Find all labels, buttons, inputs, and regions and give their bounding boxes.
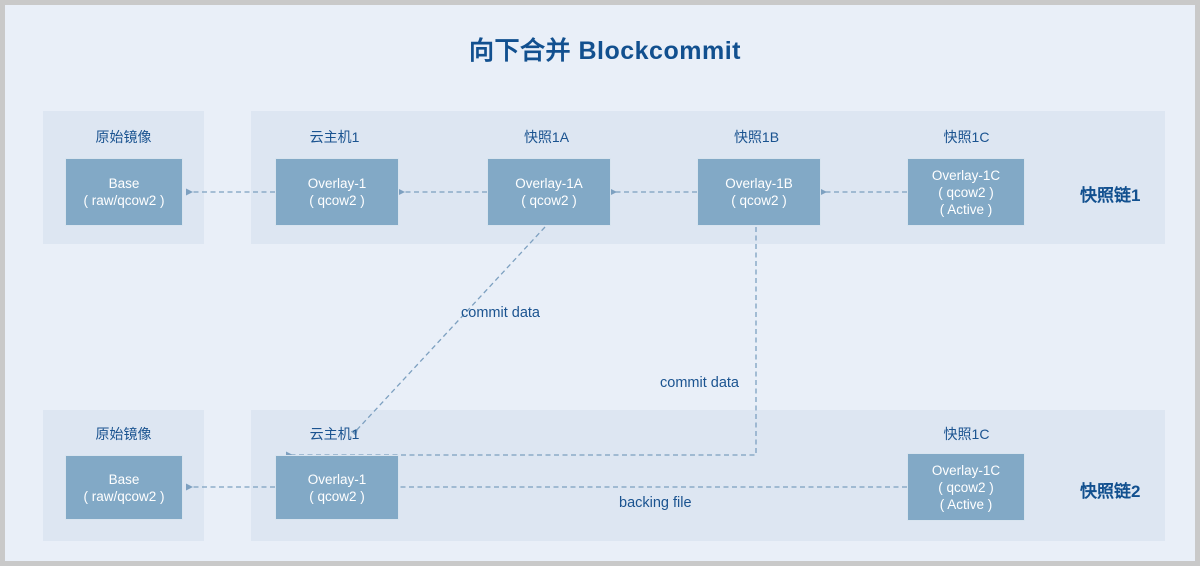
box-overlay-1-bottom-line1: Overlay-1 bbox=[307, 471, 367, 487]
edge-label-commit-data-2: commit data bbox=[660, 375, 739, 391]
edge-label-backing-file: backing file bbox=[619, 495, 692, 511]
box-overlay-1c-bottom-line3: ( Active ) bbox=[939, 496, 993, 512]
chain-label-1: 快照链1 bbox=[1080, 186, 1141, 205]
box-overlay-1b[interactable]: Overlay-1B ( qcow2 ) bbox=[697, 158, 821, 226]
box-overlay-1c-top-line3: ( Active ) bbox=[939, 201, 993, 217]
edge-label-commit-data-1: commit data bbox=[461, 305, 540, 321]
box-base-bottom[interactable]: Base ( raw/qcow2 ) bbox=[65, 455, 183, 520]
caption-snapshot-1c: 快照1C bbox=[943, 129, 990, 145]
box-overlay-1-top-line2: ( qcow2 ) bbox=[309, 193, 365, 208]
box-base-top[interactable]: Base ( raw/qcow2 ) bbox=[65, 158, 183, 226]
caption-snapshot-1c-bottom: 快照1C bbox=[943, 426, 990, 442]
box-base-top-line2: ( raw/qcow2 ) bbox=[83, 193, 165, 208]
caption-cloud-host-bottom: 云主机1 bbox=[309, 426, 360, 442]
box-base-top-line1: Base bbox=[108, 176, 140, 191]
caption-cloud-host-top: 云主机1 bbox=[309, 129, 360, 145]
box-overlay-1c-bottom-line2: ( qcow2 ) bbox=[938, 479, 994, 495]
box-overlay-1-bottom[interactable]: Overlay-1 ( qcow2 ) bbox=[275, 455, 399, 520]
box-base-bottom-line2: ( raw/qcow2 ) bbox=[83, 488, 165, 504]
chain-label-2: 快照链2 bbox=[1080, 482, 1141, 501]
box-overlay-1-top-line1: Overlay-1 bbox=[307, 176, 367, 191]
box-overlay-1b-line1: Overlay-1B bbox=[725, 176, 793, 191]
box-overlay-1a-line1: Overlay-1A bbox=[515, 176, 583, 191]
wire-commit-data-1 bbox=[350, 226, 546, 437]
box-overlay-1a-line2: ( qcow2 ) bbox=[521, 193, 577, 208]
box-overlay-1-top[interactable]: Overlay-1 ( qcow2 ) bbox=[275, 158, 399, 226]
box-overlay-1b-line2: ( qcow2 ) bbox=[731, 193, 787, 208]
box-overlay-1c-bottom[interactable]: Overlay-1C ( qcow2 ) ( Active ) bbox=[907, 453, 1025, 521]
caption-snapshot-1a: 快照1A bbox=[523, 129, 570, 145]
box-overlay-1c-bottom-line1: Overlay-1C bbox=[931, 462, 1001, 478]
page-title: 向下合并 Blockcommit bbox=[469, 37, 741, 65]
box-overlay-1a[interactable]: Overlay-1A ( qcow2 ) bbox=[487, 158, 611, 226]
box-overlay-1c-top[interactable]: Overlay-1C ( qcow2 ) ( Active ) bbox=[907, 158, 1025, 226]
box-base-bottom-line1: Base bbox=[108, 471, 140, 487]
caption-original-image-top: 原始镜像 bbox=[95, 129, 152, 145]
caption-snapshot-1b: 快照1B bbox=[733, 129, 780, 145]
box-overlay-1c-top-line1: Overlay-1C bbox=[931, 167, 1001, 183]
box-overlay-1c-top-line2: ( qcow2 ) bbox=[938, 184, 994, 200]
caption-original-image-bottom: 原始镜像 bbox=[95, 426, 152, 442]
box-overlay-1-bottom-line2: ( qcow2 ) bbox=[309, 488, 365, 504]
